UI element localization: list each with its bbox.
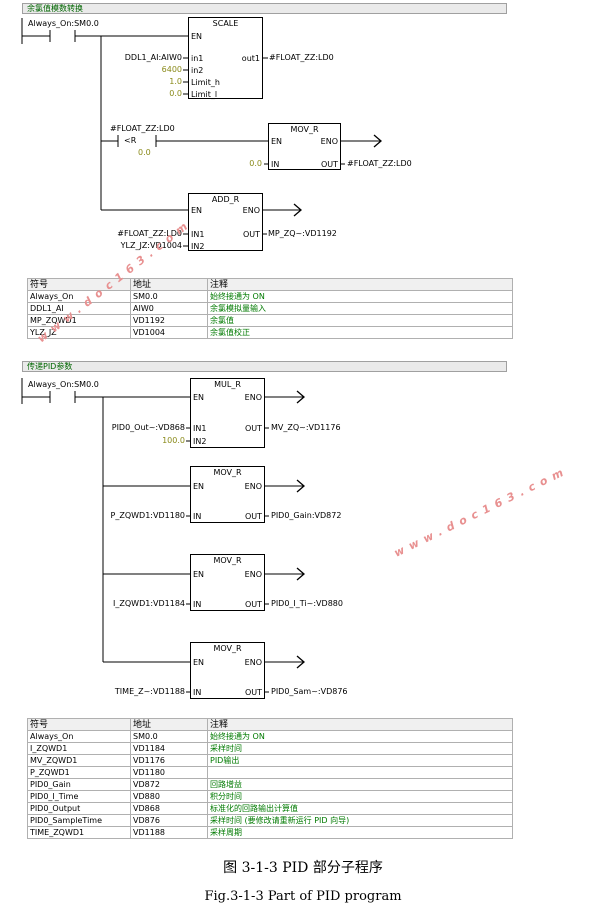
scale-limit-l-value: 0.0 [169,89,182,98]
mul-in2-value: 100.0 [162,436,185,445]
mov4-name: MOV_R [213,644,242,653]
mov3-out-value: PID0_I_Ti~:VD880 [271,599,343,608]
scale-pin-in2: in2 [191,66,204,75]
figure-caption-en: Fig.3-1-3 Part of PID program [204,889,402,904]
contact-always-on: Always_On:SM0.0 [28,19,99,28]
mov2-out-pin: OUT [244,512,262,521]
add-in1-pin: IN1 [191,230,205,239]
mov3-en: EN [193,570,205,579]
mov1-eno: ENO [320,137,338,146]
header-comment: 注释 [207,278,513,291]
mov4-eno: ENO [244,658,262,667]
header-comment: 注释 [207,718,513,731]
network1-title: 余氯值模数转换 [22,3,507,14]
scale-out-value: #FLOAT_ZZ:LD0 [269,53,334,62]
contact-always-on-2: Always_On:SM0.0 [28,380,99,389]
table-header: 符号 地址 注释 [27,278,513,291]
add-in2-value: YLZ_JZ:VD1004 [120,241,182,250]
scale-in1-value: DDL1_AI:AIW0 [124,53,182,62]
scale-en: EN [191,32,203,41]
mov-r-block-1[interactable]: MOV_R EN ENO IN OUT [268,123,341,170]
mov1-en: EN [271,137,283,146]
mov2-in-pin: IN [193,512,202,521]
scale-pin-in1: in1 [191,54,204,63]
add-out-value: MP_ZQ~:VD1192 [268,229,337,238]
mul-en: EN [193,393,205,402]
scale-limit-h-value: 1.0 [169,77,182,86]
compare-operand2: 0.0 [138,148,151,157]
mov1-name: MOV_R [290,125,319,134]
mov3-in-value: I_ZQWD1:VD1184 [113,599,185,608]
mul-in2-pin: IN2 [193,437,207,446]
scale-pin-limit-h: Limit_h [191,78,220,87]
add-eno: ENO [242,206,260,215]
add-name: ADD_R [211,195,240,204]
mov-r-block-3[interactable]: MOV_R EN ENO IN OUT [190,554,265,611]
table-header: 符号 地址 注释 [27,718,513,731]
mov-r-block-2[interactable]: MOV_R EN ENO IN OUT [190,466,265,523]
scale-pin-out1: out1 [241,54,260,63]
mul-name: MUL_R [214,380,241,389]
mov2-eno: ENO [244,482,262,491]
mov-r-block-4[interactable]: MOV_R EN ENO IN OUT [190,642,265,699]
add-en: EN [191,206,203,215]
add-in2-pin: IN2 [191,242,205,251]
scale-in2-value: 6400 [161,65,182,74]
scale-pin-limit-l: Limit_l [191,90,218,99]
compare-operand1: #FLOAT_ZZ:LD0 [110,124,175,133]
figure-caption-cn: 图 3-1-3 PID 部分子程序 [223,860,383,876]
network2-title: 传递PID参数 [22,361,507,372]
mul-out-value: MV_ZQ~:VD1176 [271,423,341,432]
mov2-name: MOV_R [213,468,242,477]
mov1-in-pin: IN [271,160,280,169]
mul-r-block[interactable]: MUL_R EN ENO IN1 IN2 OUT [190,378,265,448]
output-arrows [293,134,382,669]
mov1-out-value: #FLOAT_ZZ:LD0 [347,159,412,168]
mul-in1-pin: IN1 [193,424,207,433]
compare-op: <R [124,136,137,145]
mov1-out-pin: OUT [320,160,338,169]
add-in1-value: #FLOAT_ZZ:LD0 [117,229,182,238]
mov3-out-pin: OUT [244,600,262,609]
mul-out-pin: OUT [244,424,262,433]
scale-block-name: SCALE [212,19,239,28]
mov4-out-value: PID0_Sam~:VD876 [271,687,348,696]
mov4-en: EN [193,658,205,667]
mov3-eno: ENO [244,570,262,579]
mov4-in-value: TIME_Z~:VD1188 [114,687,185,696]
mov2-out-value: PID0_Gain:VD872 [271,511,342,520]
scale-block[interactable]: SCALE EN in1 in2 Limit_h Limit_l out1 [188,17,263,99]
mov1-in-value: 0.0 [249,159,262,168]
add-r-block[interactable]: ADD_R EN ENO IN1 IN2 OUT [188,193,263,251]
mul-in1-value: PID0_Out~:VD868 [111,423,185,432]
mov4-out-pin: OUT [244,688,262,697]
mul-eno: ENO [244,393,262,402]
mov3-name: MOV_R [213,556,242,565]
add-out-pin: OUT [242,230,260,239]
mov3-in-pin: IN [193,600,202,609]
mov4-in-pin: IN [193,688,202,697]
header-address: 地址 [130,718,208,731]
header-symbol: 符号 [27,718,131,731]
header-address: 地址 [130,278,208,291]
mov2-en: EN [193,482,205,491]
mov2-in-value: P_ZQWD1:VD1180 [110,511,185,520]
